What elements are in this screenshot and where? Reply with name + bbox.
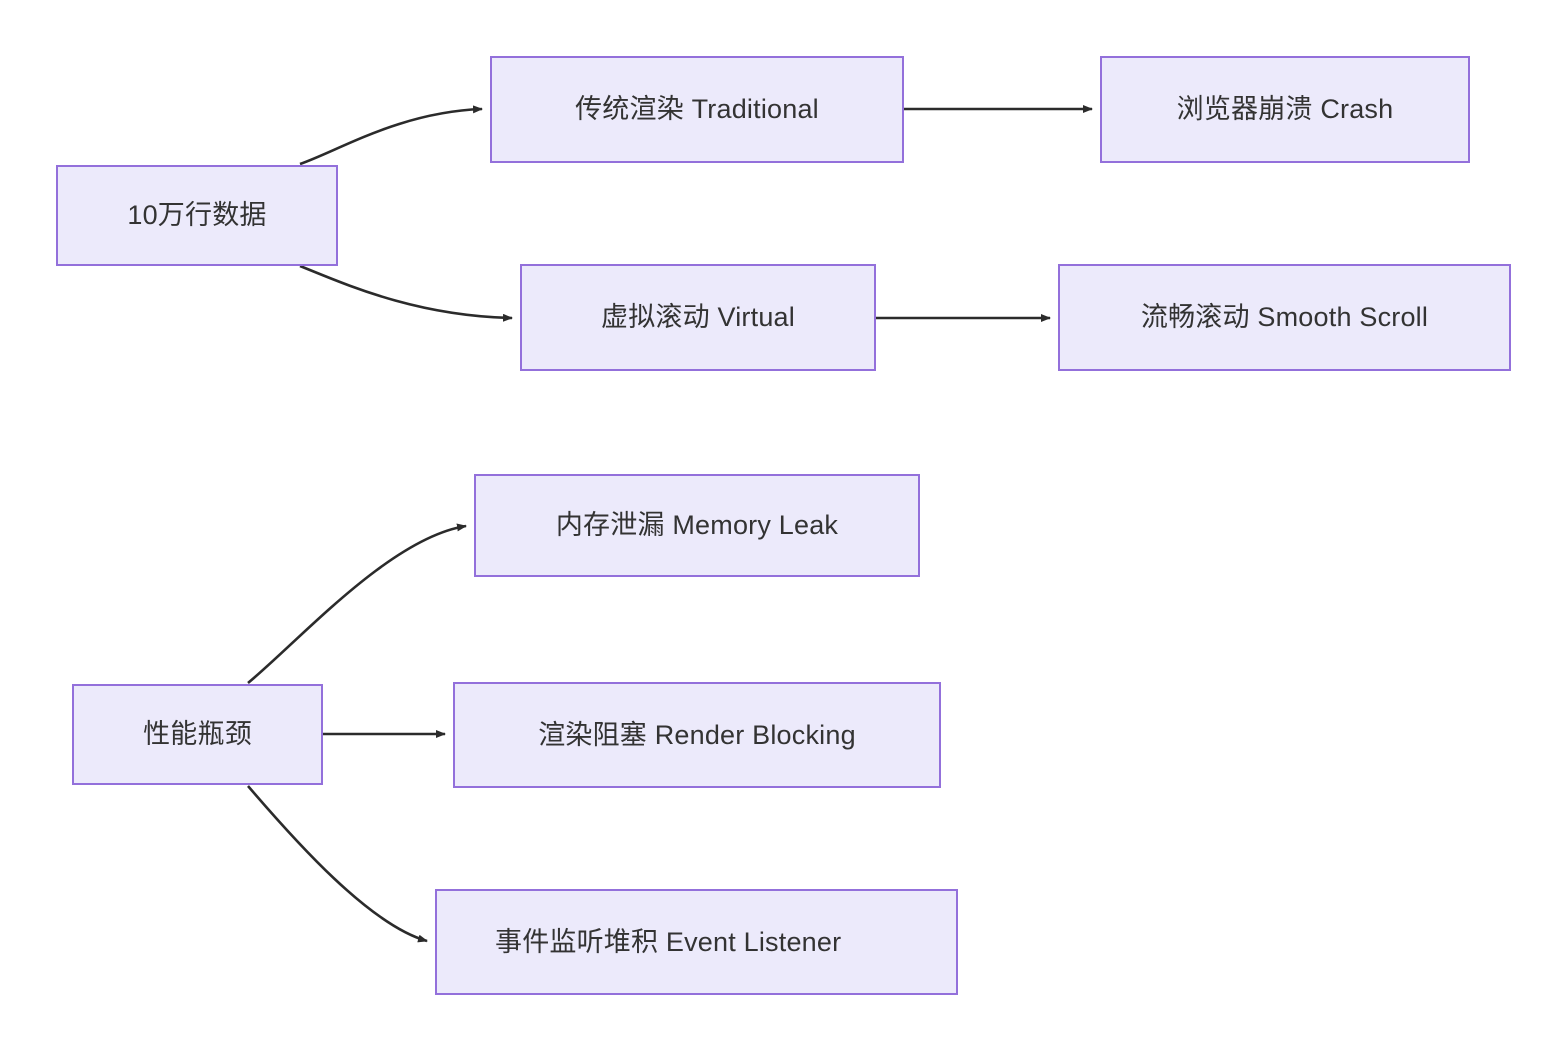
node-label: 渲染阻塞 Render Blocking (538, 719, 856, 750)
edge-bottleneck-to-memory-leak (247, 523, 467, 685)
node-event-listener[interactable]: 事件监听堆积 Event Listener (435, 889, 958, 995)
node-label: 流畅滚动 Smooth Scroll (1140, 302, 1429, 333)
node-label: 10万行数据 (127, 200, 267, 231)
node-browser-crash[interactable]: 浏览器崩溃 Crash (1100, 56, 1470, 163)
node-performance-bottleneck[interactable]: 性能瓶颈 (72, 684, 323, 785)
node-traditional-render[interactable]: 传统渲染 Traditional (490, 56, 904, 163)
node-data-rows[interactable]: 10万行数据 (56, 165, 338, 266)
node-smooth-scroll[interactable]: 流畅滚动 Smooth Scroll (1058, 264, 1511, 371)
node-label: 事件监听堆积 Event Listener (495, 926, 842, 957)
node-virtual-scroll[interactable]: 虚拟滚动 Virtual (520, 264, 876, 371)
node-label: 虚拟滚动 Virtual (601, 302, 795, 333)
node-label: 传统渲染 Traditional (575, 94, 819, 125)
edge-data-to-traditional (299, 105, 483, 166)
node-label: 浏览器崩溃 Crash (1176, 94, 1394, 125)
node-label: 内存泄漏 Memory Leak (555, 510, 839, 541)
edge-bottleneck-to-event-listener (247, 785, 428, 943)
edge-data-to-virtual (299, 264, 513, 322)
node-memory-leak[interactable]: 内存泄漏 Memory Leak (474, 474, 920, 577)
node-label: 性能瓶颈 (143, 719, 252, 750)
node-render-blocking[interactable]: 渲染阻塞 Render Blocking (453, 682, 941, 788)
